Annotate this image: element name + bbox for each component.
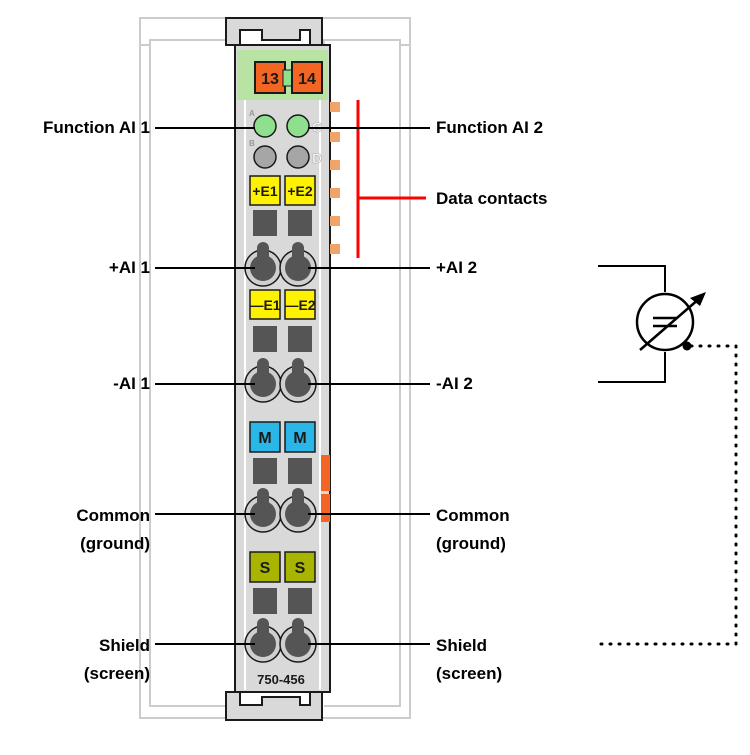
release-slots-4 bbox=[253, 588, 312, 614]
led-function-ai1 bbox=[253, 114, 277, 138]
label-function-ai1: Function AI 1 bbox=[42, 118, 150, 137]
led-function-ai2 bbox=[286, 114, 310, 138]
label-shield-left-1: Shield bbox=[98, 636, 150, 655]
label-function-ai2: Function AI 2 bbox=[436, 118, 544, 137]
label-shield-right-2: (screen) bbox=[436, 664, 503, 683]
module-housing bbox=[225, 17, 331, 721]
label-ai2-minus: -AI 2 bbox=[436, 374, 473, 393]
led-b bbox=[253, 145, 277, 169]
clamps-ai-minus bbox=[244, 358, 317, 403]
marker-minus-e1: —E1 bbox=[249, 297, 280, 313]
marker-plus-e2: +E2 bbox=[287, 183, 313, 199]
terminal-14 bbox=[291, 61, 323, 94]
sensor-wiring bbox=[598, 265, 666, 383]
label-common-left-1: Common bbox=[76, 506, 150, 525]
label-ai1-plus: +AI 1 bbox=[108, 258, 150, 277]
release-slots-2 bbox=[253, 326, 312, 352]
terminal-13 bbox=[254, 61, 286, 94]
marker-plus-e1: +E1 bbox=[252, 183, 278, 199]
sensor-symbol bbox=[635, 292, 706, 352]
data-contacts-bracket bbox=[356, 100, 426, 258]
marker-s-1: S bbox=[260, 560, 271, 577]
clamps-common bbox=[244, 488, 317, 533]
led-letter-b: B bbox=[249, 139, 255, 148]
label-common-left-2: (ground) bbox=[80, 534, 150, 553]
minus-e-markers: —E1 —E2 bbox=[249, 289, 316, 320]
label-shield-left-2: (screen) bbox=[83, 664, 150, 683]
shield-dotted-connection bbox=[598, 344, 738, 646]
terminal-14-label: 14 bbox=[298, 71, 316, 88]
clamps-shield bbox=[244, 618, 317, 663]
shield-markers: S S bbox=[249, 551, 316, 583]
label-common-right-1: Common bbox=[436, 506, 510, 525]
data-contacts-strip bbox=[330, 102, 340, 254]
label-common-right-2: (ground) bbox=[436, 534, 506, 553]
marker-s-2: S bbox=[295, 560, 306, 577]
din-rail-outline bbox=[139, 17, 411, 719]
plus-e-markers: +E1 +E2 bbox=[249, 175, 316, 206]
label-data-contacts: Data contacts bbox=[436, 189, 548, 208]
top-terminal-block: 13 14 bbox=[237, 50, 328, 100]
led-letter-d: D bbox=[312, 150, 322, 166]
label-ai2-plus: +AI 2 bbox=[436, 258, 478, 277]
leader-lines bbox=[155, 127, 430, 645]
label-ai1-minus: -AI 1 bbox=[113, 374, 150, 393]
marker-m-2: M bbox=[293, 430, 306, 447]
marker-minus-e2: —E2 bbox=[284, 297, 315, 313]
release-slots-1 bbox=[253, 210, 312, 236]
clamps-ai-plus bbox=[244, 242, 317, 287]
power-jumper-contacts bbox=[321, 455, 330, 522]
label-shield-right-1: Shield bbox=[436, 636, 488, 655]
terminal-13-label: 13 bbox=[261, 71, 279, 88]
release-slots-3 bbox=[253, 458, 312, 484]
marker-m-1: M bbox=[258, 430, 271, 447]
led-d bbox=[286, 145, 310, 169]
part-number: 750-456 bbox=[257, 672, 305, 687]
common-markers: M M bbox=[249, 421, 316, 453]
led-letter-a: A bbox=[249, 109, 255, 118]
